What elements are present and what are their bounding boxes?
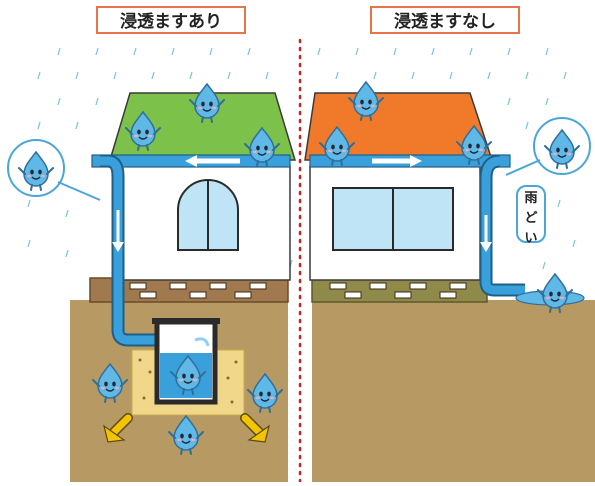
downspout-right [481,156,525,295]
arched-window [177,179,239,251]
downspout-left [100,156,195,345]
panel-title-with-basin: 浸透ますあり [96,6,246,34]
callout-char-3: い [524,231,538,246]
panel-title-without-basin: 浸透ますなし [370,6,520,34]
flow-arrow-right [372,155,422,167]
callout-char-2: ど [524,211,538,226]
foundation-right [311,277,488,303]
infiltration-arrow-right [240,413,270,443]
soil-right [312,300,595,482]
callout-char-1: 雨 [524,191,538,206]
flow-arrow-left [185,155,240,167]
rectangular-window [332,187,454,251]
downspout-callout: 雨 ど い [516,185,546,246]
infiltration-arrow-left [103,413,133,443]
